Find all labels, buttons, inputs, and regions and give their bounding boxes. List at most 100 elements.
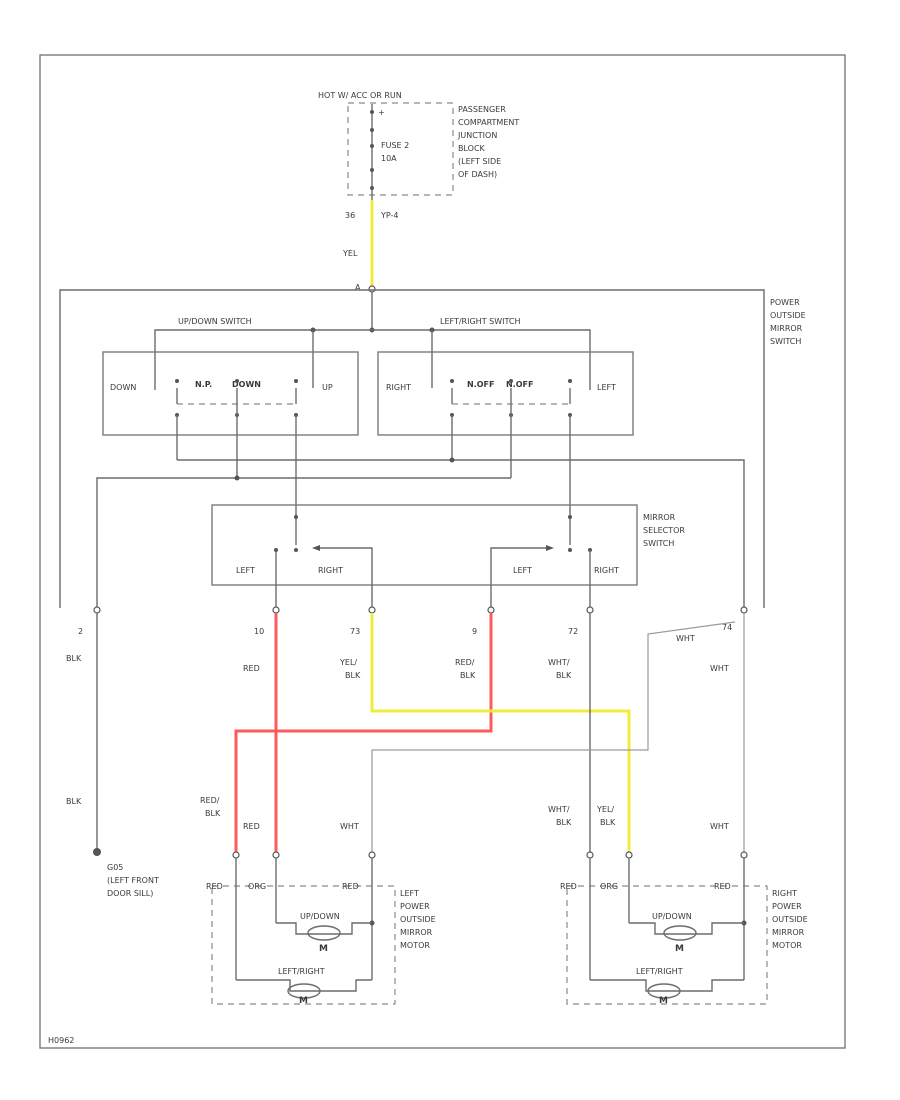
- left-motor-title-2: POWER: [400, 902, 430, 911]
- leftright-switch-title: LEFT/RIGHT SWITCH: [440, 317, 520, 326]
- selector-left-right: RIGHT: [318, 566, 343, 575]
- ground-line-3: DOOR SILL): [107, 889, 153, 898]
- wire-yel-blk-b2: BLK: [600, 818, 616, 827]
- switch-title-3: MIRROR: [770, 324, 803, 333]
- selector-right-left: LEFT: [513, 566, 532, 575]
- right-updown-label: UP/DOWN: [652, 912, 692, 921]
- wire-wht-b: WHT: [710, 664, 729, 673]
- wire-red-blk-9: [234, 613, 493, 852]
- wire-yel-blk-73: [370, 613, 631, 852]
- circuit-36: 36: [345, 211, 355, 220]
- updown-middle-label: DOWN: [232, 380, 261, 389]
- selector-title-2: SELECTOR: [643, 526, 685, 535]
- left-updown-m: M: [319, 944, 328, 954]
- right-leftright-label: LEFT/RIGHT: [636, 967, 683, 976]
- connector-pins: [93, 606, 748, 614]
- wire-wht-d: WHT: [710, 822, 729, 831]
- wire-wht-blk-a1: WHT/: [548, 658, 570, 667]
- wire-red-blk-b1: RED/: [200, 796, 220, 805]
- left-leftright-m: M: [299, 996, 308, 1006]
- footer-code: H0962: [48, 1036, 74, 1045]
- diagram-frame: [39, 54, 846, 1049]
- left-motor-title-5: MOTOR: [400, 941, 430, 950]
- left-pin-3: RED: [342, 882, 359, 891]
- wire-yel-label: YEL: [342, 249, 358, 258]
- updown-down-label: DOWN: [110, 383, 136, 392]
- right-motor-title-3: OUTSIDE: [772, 915, 808, 924]
- wire-wht-74: [371, 621, 736, 852]
- left-updown-label: UP/DOWN: [300, 912, 340, 921]
- wire-yel-blk-b1: YEL/: [596, 805, 614, 814]
- wire-red-blk-b2: BLK: [205, 809, 221, 818]
- svg-text:A: A: [355, 283, 361, 292]
- selector-left-left: LEFT: [236, 566, 255, 575]
- leftright-left-label: LEFT: [597, 383, 616, 392]
- junction-line-5: (LEFT SIDE: [458, 157, 501, 166]
- ground-line-1: G05: [107, 863, 123, 872]
- source-label: HOT W/ ACC OR RUN: [318, 91, 402, 100]
- right-motor-title-5: MOTOR: [772, 941, 802, 950]
- circuit-10: 10: [254, 627, 264, 636]
- selector-title-3: SWITCH: [643, 539, 674, 548]
- wire-wht-a: WHT: [676, 634, 695, 643]
- selector-title-1: MIRROR: [643, 513, 676, 522]
- selector-right-right: RIGHT: [594, 566, 619, 575]
- wire-blk-2: BLK: [66, 797, 82, 806]
- right-mirror-motor: RED ORG RED UP/DOWN M LEFT/RIGHT M RIGHT…: [560, 858, 808, 1006]
- right-updown-m: M: [675, 944, 684, 954]
- motor-connector-pins: [232, 851, 748, 859]
- junction-line-2: COMPARTMENT: [458, 118, 519, 127]
- circuit-72: 72: [568, 627, 578, 636]
- wire-red-blk-a2: BLK: [460, 671, 476, 680]
- junction-block: HOT W/ ACC OR RUN + FUSE 2 10A PASSENGER…: [318, 91, 519, 258]
- wire-red-blk-a1: RED/: [455, 658, 475, 667]
- fuse-rating: 10A: [381, 154, 397, 163]
- junction-line-1: PASSENGER: [458, 105, 506, 114]
- wire-blk-1: BLK: [66, 654, 82, 663]
- wire-wht-blk-b2: BLK: [556, 818, 572, 827]
- leftright-noff-label-2: N.OFF: [506, 380, 533, 389]
- left-pin-2: ORG: [248, 882, 266, 891]
- right-pin-3: RED: [714, 882, 731, 891]
- right-leftright-m: M: [659, 996, 668, 1006]
- left-pin-1: RED: [206, 882, 223, 891]
- left-motor-title-3: OUTSIDE: [400, 915, 436, 924]
- leftright-right-label: RIGHT: [386, 383, 411, 392]
- right-pin-1: RED: [560, 882, 577, 891]
- wire-red-1: RED: [243, 664, 260, 673]
- circuit-74: 74: [722, 623, 732, 632]
- wire-red-2: RED: [243, 822, 260, 831]
- ground-line-2: (LEFT FRONT: [107, 876, 159, 885]
- wire-wht-blk-a2: BLK: [556, 671, 572, 680]
- left-mirror-motor: RED ORG RED UP/DOWN M LEFT/RIGHT M LEFT …: [206, 858, 436, 1006]
- left-motor-title-1: LEFT: [400, 889, 419, 898]
- circuit-2: 2: [78, 627, 83, 636]
- svg-text:+: +: [378, 108, 385, 117]
- right-motor-title-1: RIGHT: [772, 889, 797, 898]
- junction-line-3: JUNCTION: [457, 131, 497, 140]
- junction-line-4: BLOCK: [458, 144, 486, 153]
- updown-up-label: UP: [322, 383, 333, 392]
- right-pin-2: ORG: [600, 882, 618, 891]
- switch-title-4: SWITCH: [770, 337, 801, 346]
- circuit-73: 73: [350, 627, 360, 636]
- updown-switch-title: UP/DOWN SWITCH: [178, 317, 252, 326]
- connector-yp4: YP-4: [380, 211, 399, 220]
- switch-title-2: OUTSIDE: [770, 311, 806, 320]
- circuit-9: 9: [472, 627, 477, 636]
- wire-wht-blk-b1: WHT/: [548, 805, 570, 814]
- wire-yel-blk-a2: BLK: [345, 671, 361, 680]
- leftright-noff-label-1: N.OFF: [467, 380, 494, 389]
- wire-wht-c: WHT: [340, 822, 359, 831]
- fuse-label: FUSE 2: [381, 141, 409, 150]
- left-leftright-label: LEFT/RIGHT: [278, 967, 325, 976]
- right-motor-title-4: MIRROR: [772, 928, 805, 937]
- power-mirror-switch: POWER OUTSIDE MIRROR SWITCH UP/DOWN SWIT…: [59, 289, 806, 608]
- switch-title-1: POWER: [770, 298, 800, 307]
- junction-line-6: OF DASH): [458, 170, 497, 179]
- left-motor-title-4: MIRROR: [400, 928, 433, 937]
- mirror-selector-switch: MIRROR SELECTOR SWITCH LEFT RIGHT LEFT R…: [211, 504, 685, 610]
- wire-yel-blk-a1: YEL/: [339, 658, 357, 667]
- updown-np-label: N.P.: [195, 380, 212, 389]
